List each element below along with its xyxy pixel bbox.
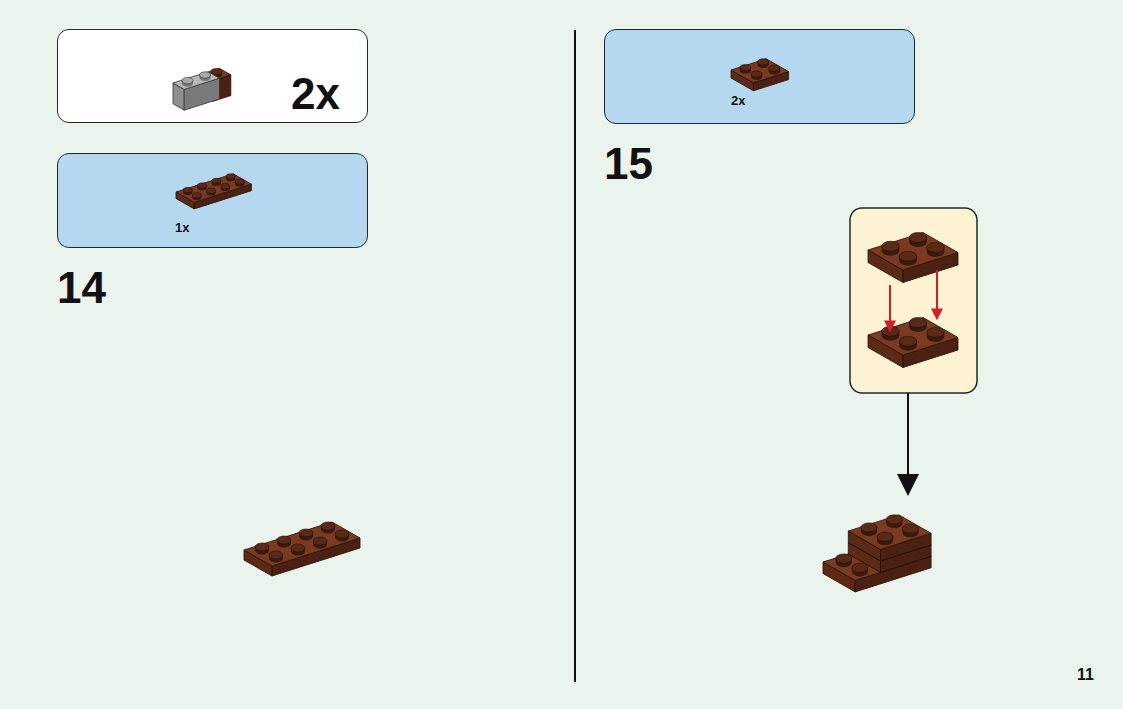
stud-top [757,59,768,65]
block-top [868,233,958,271]
stud-top [255,543,269,551]
stud-top [182,77,193,83]
stud-top [335,530,349,538]
page-number: 11 [1077,667,1094,683]
block-top [176,174,251,203]
block-top [173,72,219,90]
stud-top [277,536,291,544]
step-number: 15 [604,142,653,186]
stud-top [877,532,893,541]
stud-top [909,318,927,328]
stud-top [207,188,216,193]
parts-list-box: 2x [604,29,915,124]
callout-arrow [907,393,909,478]
stud-top [321,522,335,530]
stud-top [197,183,206,188]
red-arrow [889,285,891,330]
page-divider [574,30,576,682]
block-top [848,515,931,550]
stud-top [212,178,221,183]
callout-plate-bottom [868,318,958,368]
quantity-multiplier: 2x [291,72,340,116]
assembly [823,515,931,592]
stud-top [902,524,918,533]
callout-plate-top [868,233,958,283]
stud-top [909,233,927,243]
stud-top [313,537,327,545]
stud-top [291,544,305,552]
stud-top [299,529,313,537]
red-arrow [936,270,938,318]
part-count: 2x [731,94,745,107]
block-top [244,522,360,566]
block-top [731,59,789,83]
stud-top [927,328,945,338]
stud-top [852,563,868,572]
part-icon [605,30,916,125]
stud-top [235,179,244,184]
stud-top [192,193,201,198]
stud-top [199,72,210,78]
block-top [868,318,958,356]
stud-top [899,251,917,261]
stud-top [861,523,877,532]
stud-top [740,64,751,70]
callout-frame [850,208,977,393]
part-icon [58,154,369,249]
part-count: 1x [175,221,189,234]
parts-box: 2x [57,29,368,123]
stud-top [836,554,852,563]
parts-list-box: 1x [57,153,368,248]
step14-plate [244,522,360,576]
stud-top [269,551,283,559]
stud-top [221,184,230,189]
stud-top [751,71,762,77]
stud-top [769,65,780,71]
stud-top [226,174,235,179]
stud-top [927,243,945,253]
callout-arrowhead [897,474,919,496]
stud-top [882,241,900,251]
step-number: 14 [57,266,106,310]
stud-top [899,336,917,346]
stud-top [886,515,902,524]
stud-top [183,187,192,192]
